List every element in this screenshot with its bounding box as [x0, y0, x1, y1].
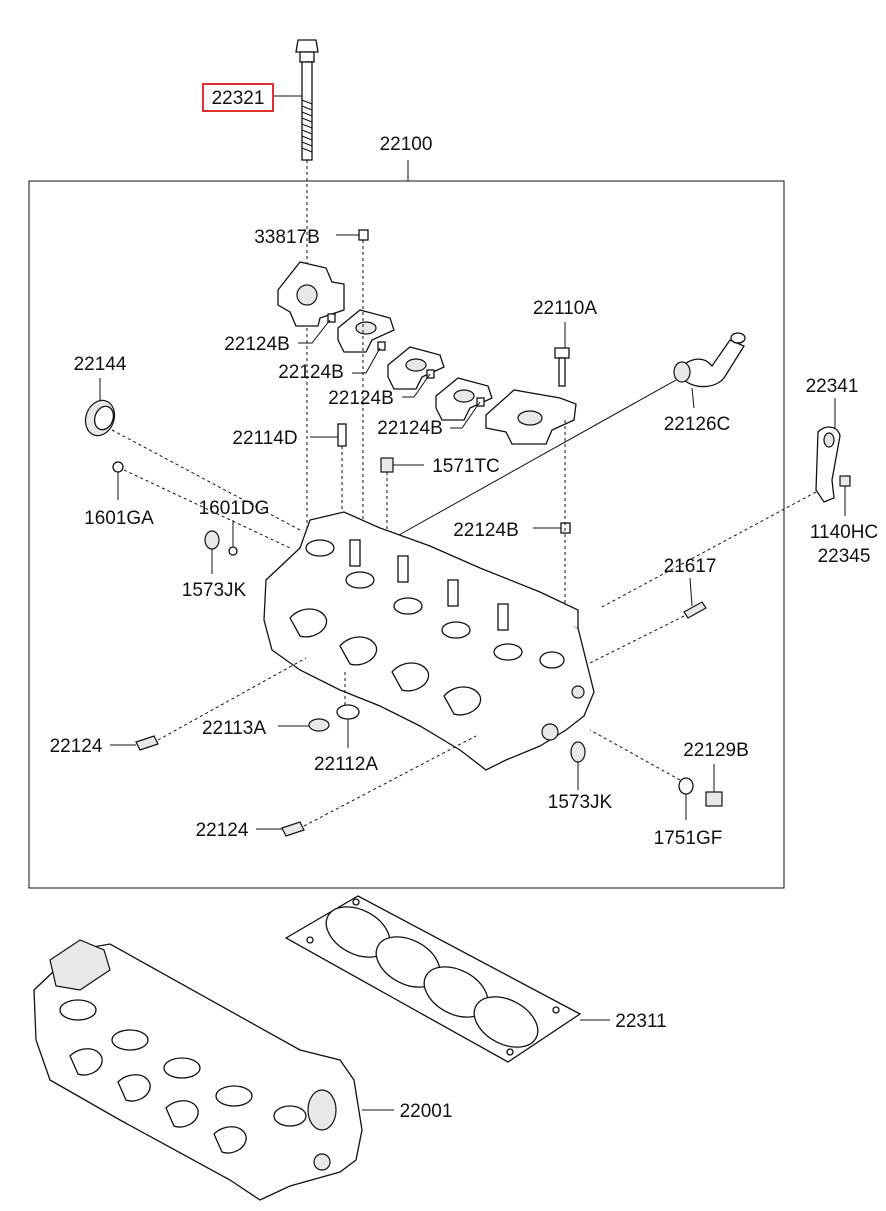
label-22112A: 22112A [314, 754, 378, 775]
bolt-22110A [554, 347, 570, 387]
nut-1140HC [839, 475, 851, 487]
stud-22124-a [135, 735, 159, 751]
label-22311: 22311 [615, 1011, 666, 1032]
label-1601GA: 1601GA [84, 508, 154, 529]
dowel-pins [327, 229, 571, 534]
label-22124B-2: 22124B [278, 362, 344, 383]
bearing-cap-1 [337, 309, 395, 353]
bracket-22341 [815, 426, 841, 503]
label-33817B: 33817B [254, 227, 320, 248]
seal-1573JK-b [570, 741, 586, 763]
label-1751GF: 1751GF [654, 828, 723, 849]
label-1573JK-a: 1573JK [182, 580, 247, 601]
label-22124B-1: 22124B [224, 334, 290, 355]
label-22126C: 22126C [664, 414, 731, 435]
label-22129B: 22129B [683, 740, 749, 761]
seal-22112A [336, 704, 360, 720]
bearing-cap-2 [387, 346, 445, 390]
head-bolt [295, 39, 319, 540]
oil-seal [84, 399, 116, 437]
label-1601DG: 1601DG [199, 498, 270, 519]
label-22321: 22321 [212, 88, 265, 109]
label-1573JK-b: 1573JK [548, 792, 613, 813]
label-22341: 22341 [806, 376, 859, 397]
label-1140HC: 1140HC [810, 522, 878, 543]
assembly-frame [28, 180, 785, 889]
seal-22113A [308, 718, 330, 732]
dowel-22114D [337, 423, 347, 447]
label-22124B-5: 22124B [453, 520, 519, 541]
bearing-cap-front [277, 261, 345, 327]
callout-labels: 22321 22100 33817B 22124B 22124B 22124B … [50, 88, 879, 1122]
label-22100: 22100 [380, 134, 433, 155]
label-22345: 22345 [818, 546, 871, 567]
cylinder-head-assy [33, 939, 363, 1201]
cylinder-head [263, 511, 595, 771]
head-gasket [284, 895, 582, 1063]
label-22144: 22144 [74, 354, 127, 375]
label-22001: 22001 [400, 1101, 453, 1122]
label-22113A: 22113A [202, 718, 266, 739]
label-22124B-4: 22124B [377, 418, 443, 439]
label-1571TC: 1571TC [432, 456, 500, 477]
label-22114D: 22114D [232, 428, 297, 449]
plug-1601GA [112, 461, 124, 473]
washer-1751GF [678, 777, 694, 795]
highlight-box [202, 83, 274, 112]
label-22110A: 22110A [533, 298, 597, 319]
seal-1573JK-a [204, 530, 220, 550]
plug-22129B [705, 791, 723, 807]
label-21617: 21617 [664, 556, 717, 577]
stud-22124-b [281, 821, 305, 837]
label-22124-b: 22124 [196, 820, 249, 841]
plug-1601DG [228, 546, 238, 556]
stud-21617 [683, 601, 707, 619]
bearing-cap-3 [435, 377, 493, 421]
label-22124-a: 22124 [50, 736, 103, 757]
plug-1571TC [380, 457, 394, 473]
bearing-cap-rear [485, 389, 577, 445]
label-22124B-3: 22124B [328, 388, 394, 409]
water-pipe [673, 332, 746, 388]
